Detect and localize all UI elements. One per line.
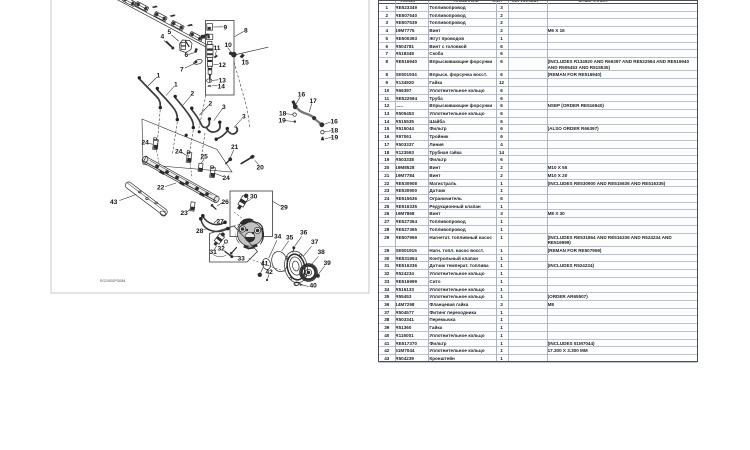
svg-text:16: 16 [331,119,339,126]
svg-text:21: 21 [231,144,239,151]
svg-text:12: 12 [219,62,227,69]
svg-text:10: 10 [225,42,233,49]
svg-text:24: 24 [142,140,150,147]
svg-text:1: 1 [157,73,161,80]
svg-text:18: 18 [279,111,287,118]
svg-text:11: 11 [214,45,221,52]
svg-text:20: 20 [257,165,265,172]
svg-text:32: 32 [218,246,226,253]
svg-text:24: 24 [223,175,231,182]
svg-text:13: 13 [219,78,227,85]
svg-text:2: 2 [191,91,195,98]
svg-text:8: 8 [244,28,248,35]
svg-text:29: 29 [281,205,289,212]
svg-text:40: 40 [310,283,318,290]
svg-text:43: 43 [110,199,118,206]
svg-text:28: 28 [196,228,204,235]
svg-text:19: 19 [279,118,287,125]
svg-text:15: 15 [242,60,250,67]
svg-text:37: 37 [311,239,319,246]
svg-text:16: 16 [298,92,306,99]
svg-text:14: 14 [218,84,226,91]
svg-text:31: 31 [210,249,218,256]
svg-text:9: 9 [224,25,228,32]
svg-text:35: 35 [286,235,294,242]
svg-text:RG24502PGB84: RG24502PGB84 [100,279,126,283]
svg-text:38: 38 [318,249,326,256]
svg-text:18: 18 [331,128,339,135]
svg-text:3: 3 [242,114,246,121]
svg-text:41: 41 [261,261,269,268]
svg-text:42: 42 [266,269,274,276]
svg-text:26: 26 [222,199,230,206]
svg-text:6: 6 [185,52,189,59]
svg-text:34: 34 [274,234,282,241]
svg-text:19: 19 [331,135,339,142]
svg-text:24: 24 [175,149,183,156]
svg-text:33: 33 [238,256,246,263]
svg-text:39: 39 [324,260,332,267]
svg-text:17: 17 [310,98,318,105]
svg-text:25: 25 [201,154,209,161]
svg-text:30: 30 [250,194,258,201]
svg-text:27: 27 [217,219,225,226]
svg-text:1: 1 [174,82,178,89]
svg-text:2: 2 [209,101,213,108]
svg-text:22: 22 [157,185,165,192]
svg-text:5: 5 [168,29,172,36]
svg-text:3: 3 [222,104,226,111]
svg-text:7: 7 [180,67,184,74]
svg-text:4: 4 [161,34,165,41]
svg-text:23: 23 [181,210,189,217]
svg-text:36: 36 [300,230,308,237]
